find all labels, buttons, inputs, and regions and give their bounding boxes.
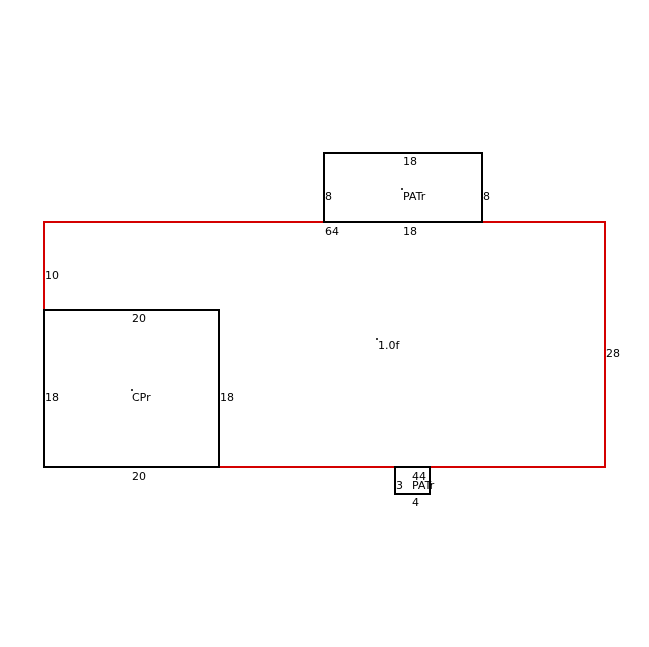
cpr-label: CPr	[132, 391, 151, 404]
outer-dim-right: 28	[606, 347, 620, 360]
patr-top-dim-top: 18	[403, 155, 417, 168]
center-dot-patr-top	[401, 188, 403, 190]
patr-bottom-dim-top: 44	[412, 470, 426, 483]
cpr-dim-left: 18	[45, 391, 59, 404]
patr-bottom-label: PATr	[412, 479, 435, 492]
patr-bottom-dim-left: 3	[396, 479, 403, 492]
outer-dim-left: 10	[45, 269, 59, 282]
cpr-dim-right: 18	[220, 391, 234, 404]
center-dot-main	[376, 338, 378, 340]
patr-top-dim-right: 8	[483, 190, 490, 203]
patr-bottom-dim-bottom: 4	[412, 496, 419, 509]
cpr-dim-top: 20	[132, 312, 146, 325]
patr-top-label: PATr	[403, 190, 426, 203]
room-cpr[interactable]	[43, 309, 220, 468]
room-patr-bottom[interactable]	[394, 466, 431, 495]
patr-top-dim-bottom: 18	[403, 225, 417, 238]
outer-dim-top-left: 64	[325, 225, 339, 238]
main-area-label: 1.0f	[378, 339, 400, 352]
center-dot-cpr	[131, 389, 133, 391]
cpr-dim-bottom: 20	[132, 470, 146, 483]
room-patr-top[interactable]	[323, 152, 483, 223]
patr-top-dim-left: 8	[325, 190, 332, 203]
